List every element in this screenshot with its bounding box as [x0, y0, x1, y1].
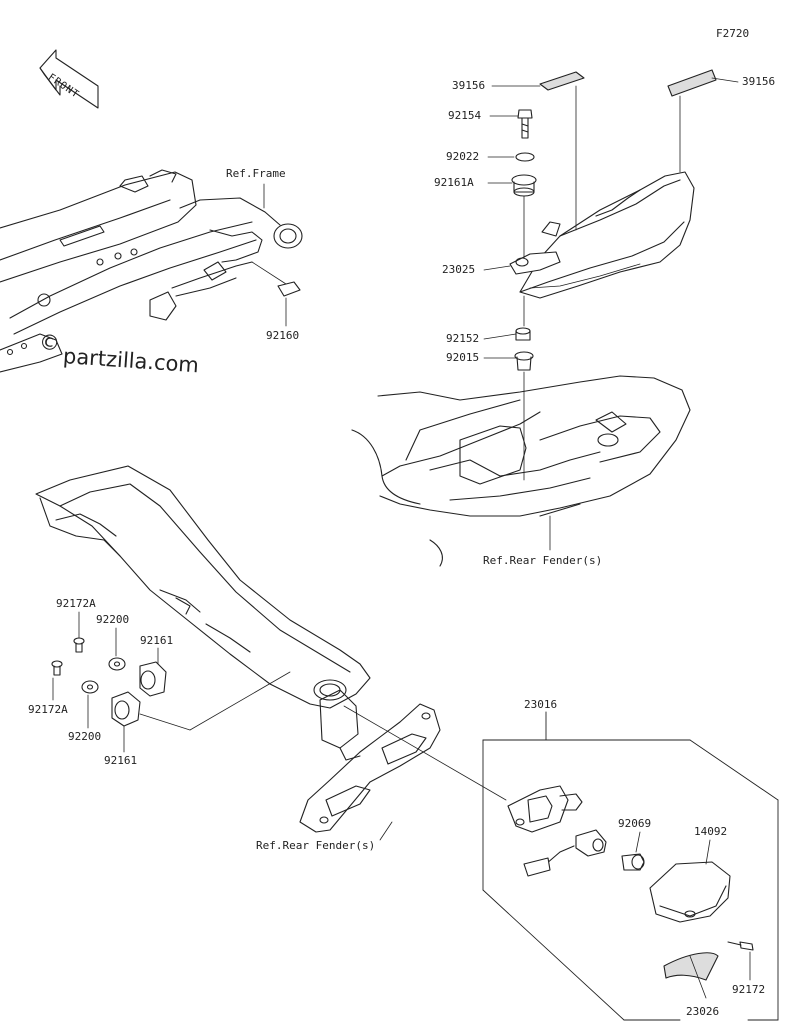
part-label-92015: 92015	[446, 351, 480, 364]
part-label-23025: 23025	[442, 263, 476, 276]
rear-fender-illustration	[351, 375, 691, 567]
part-label-92161a: 92161A	[434, 176, 474, 189]
part-label-92172a-top: 92172A	[56, 597, 96, 610]
part-label-39156-left: 39156	[452, 79, 486, 92]
copyright-symbol: ©	[38, 330, 61, 356]
part-label-92160: 92160	[266, 329, 300, 342]
figure-code: F2720	[716, 27, 750, 40]
sticker-39156-left	[539, 71, 585, 91]
part-label-23026: 23026	[686, 1005, 720, 1018]
part-label-92200-bottom: 92200	[68, 730, 102, 743]
assembly-outline-23016	[482, 711, 779, 1021]
part-label-92069: 92069	[618, 817, 652, 830]
seat-cowl-illustration	[509, 171, 695, 299]
washer-92200-bottom	[81, 680, 99, 694]
part-label-92161-top: 92161	[140, 634, 174, 647]
washer-92022	[515, 152, 535, 162]
part-label-92172: 92172	[732, 983, 766, 996]
bushing-92015	[514, 351, 534, 371]
screw-92172a-bottom	[51, 660, 63, 676]
pad-92160	[277, 281, 301, 297]
grommet-92161a	[511, 174, 537, 197]
lower-fender-bracket	[299, 689, 441, 833]
part-label-92172a-bottom: 92172A	[28, 703, 68, 716]
part-label-14092: 14092	[694, 825, 728, 838]
front-arrow-icon	[39, 49, 99, 109]
ref-rear-fender-top-label: Ref.Rear Fender(s)	[483, 554, 603, 567]
bulb-92069	[621, 853, 645, 871]
lens-14092	[649, 861, 731, 923]
ref-frame-label: Ref.Frame	[226, 167, 286, 180]
grommet-92161-bottom	[111, 691, 141, 727]
license-bracket-illustration	[35, 465, 371, 709]
part-label-92200-top: 92200	[96, 613, 130, 626]
screw-92172a-top	[73, 637, 85, 653]
part-label-23016: 23016	[524, 698, 558, 711]
washer-92200-top	[108, 657, 126, 671]
leader-lines	[52, 77, 751, 999]
cover-23026	[663, 952, 719, 981]
part-label-92152: 92152	[446, 332, 480, 345]
part-label-39156-right: 39156	[742, 75, 776, 88]
bolt-92154	[517, 109, 533, 139]
lamp-housing-23016	[507, 785, 607, 877]
grommet-92161-top	[139, 661, 167, 697]
part-label-92154: 92154	[448, 109, 482, 122]
screw-92172	[727, 941, 754, 951]
collar-92152	[515, 327, 531, 341]
part-label-92161-bottom: 92161	[104, 754, 138, 767]
part-label-92022: 92022	[446, 150, 480, 163]
ref-rear-fender-bottom-label: Ref.Rear Fender(s)	[256, 839, 376, 852]
frame-illustration	[0, 169, 303, 373]
sticker-39156-right	[667, 69, 717, 97]
